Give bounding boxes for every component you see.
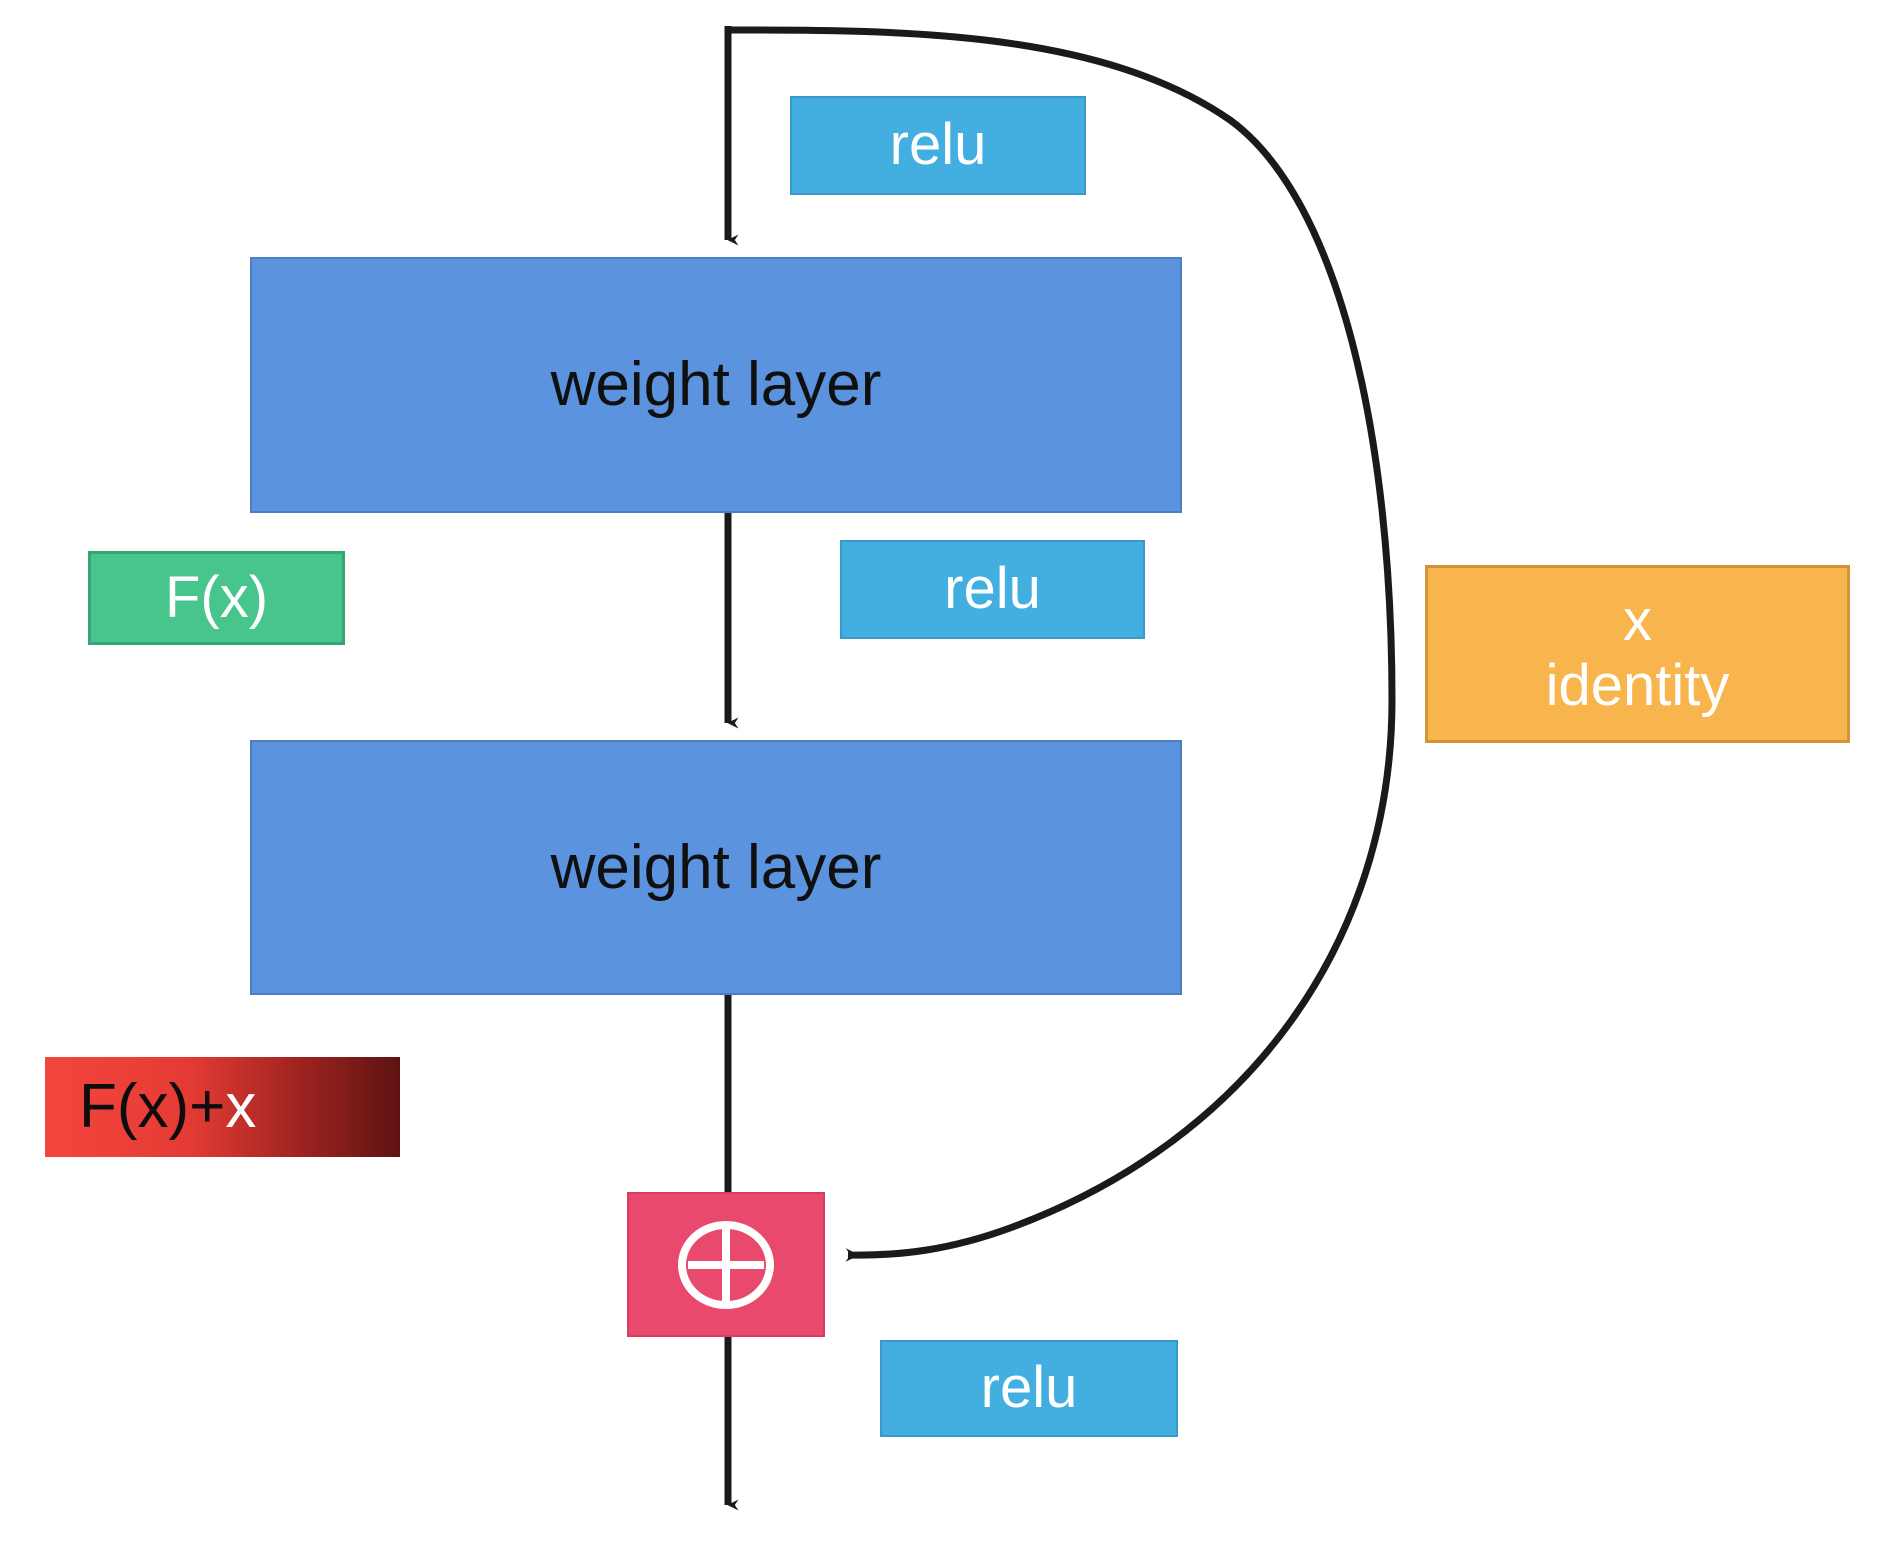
- fx-plus-x-label-tag[interactable]: F(x)+x: [45, 1057, 400, 1157]
- identity-tag-line1: x: [1623, 588, 1652, 654]
- relu-tag-top[interactable]: relu: [790, 96, 1086, 195]
- weight-layer-block-1-label: weight layer: [550, 350, 882, 420]
- weight-layer-block-1[interactable]: weight layer: [250, 257, 1182, 513]
- fx-label-text: F(x): [164, 564, 269, 630]
- relu-tag-middle[interactable]: relu: [840, 540, 1145, 639]
- edge-skip-connection: [727, 26, 1396, 1262]
- fx-plus-x-main-text: F(x)+: [79, 1072, 226, 1142]
- identity-tag[interactable]: x identity: [1425, 565, 1850, 743]
- relu-tag-middle-label: relu: [944, 556, 1041, 622]
- addition-node[interactable]: [627, 1192, 825, 1337]
- weight-layer-block-2[interactable]: weight layer: [250, 740, 1182, 995]
- relu-tag-bottom[interactable]: relu: [880, 1340, 1178, 1437]
- identity-tag-line2: identity: [1545, 653, 1730, 718]
- relu-tag-top-label: relu: [889, 112, 987, 178]
- relu-tag-bottom-label: relu: [980, 1355, 1078, 1421]
- weight-layer-block-2-label: weight layer: [550, 832, 882, 902]
- plus-circle-icon: [678, 1220, 774, 1309]
- fx-label-tag[interactable]: F(x): [88, 551, 345, 645]
- fx-plus-x-tail-text: x: [225, 1072, 257, 1142]
